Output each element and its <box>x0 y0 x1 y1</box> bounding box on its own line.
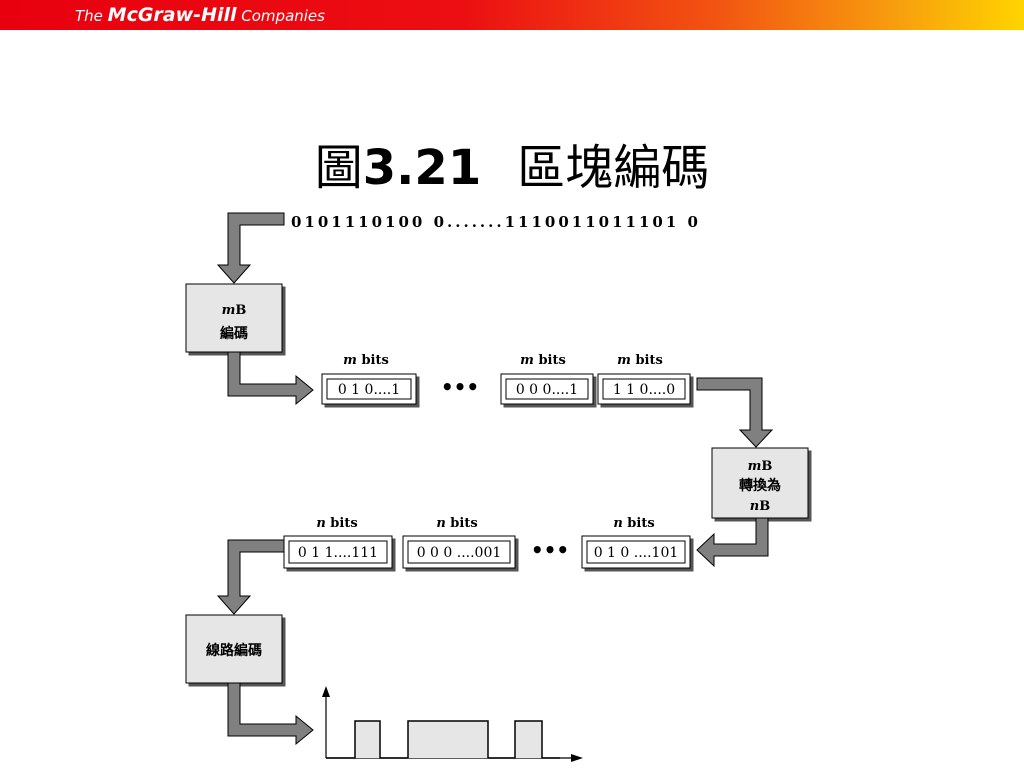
converter-label-line2: 轉換為 <box>739 477 781 494</box>
arrow-m-blocks-to-converter <box>696 377 774 448</box>
line-coding-label: 線路編碼 <box>206 642 262 659</box>
m-block-1: m bits 0 1 0....1 <box>321 353 417 405</box>
logo-companies: Companies <box>236 7 325 25</box>
signal-y-axis-arrowhead <box>322 686 330 697</box>
n-block-3-caption: n bits <box>613 516 654 531</box>
m-block-3: m bits 1 1 0....0 <box>597 353 691 405</box>
page-title: 圖3.21 區塊編碼 <box>0 128 1024 198</box>
n-block-1-caption: n bits <box>316 516 357 531</box>
converter-label-line3: nB <box>750 499 770 514</box>
header-bar: The McGraw-Hill Companies <box>0 0 1024 30</box>
signal-x-axis-arrowhead <box>571 754 583 762</box>
line-coding-box <box>185 614 283 684</box>
arrow-encoder-to-m-blocks <box>227 351 314 406</box>
logo-the: The <box>75 7 108 25</box>
m-block-3-caption: m bits <box>617 353 663 368</box>
m-block-2-caption: m bits <box>520 353 566 368</box>
arrow-converter-to-n-blocks <box>696 517 769 568</box>
n-block-2-value: 0 0 0 ....001 <box>417 545 502 561</box>
signal-waveform <box>322 686 583 762</box>
signal-pulse-3 <box>515 721 542 758</box>
encoder-box <box>185 283 283 353</box>
m-block-2: m bits 0 0 0....1 <box>500 353 594 405</box>
arrow-input-to-encoder <box>216 212 285 284</box>
signal-trace <box>326 720 560 759</box>
m-block-1-caption: m bits <box>343 353 389 368</box>
m-block-3-value: 1 1 0....0 <box>613 382 675 398</box>
n-block-2: n bits 0 0 0 ....001 <box>402 516 516 569</box>
encoder-label-line2: 編碼 <box>220 325 248 342</box>
signal-pulse-1 <box>355 721 380 758</box>
logo-brand: McGraw-Hill <box>107 4 237 26</box>
n-block-3: n bits 0 1 0 ....101 <box>581 516 691 569</box>
n-block-1-value: 0 1 1....111 <box>298 545 378 561</box>
n-block-1: n bits 0 1 1....111 <box>283 516 393 569</box>
arrow-n-blocks-to-line-coding <box>216 539 285 615</box>
title-prefix: 圖 <box>314 140 363 196</box>
title-text: 區塊編碼 <box>517 140 710 196</box>
arrow-line-coding-to-signal <box>227 682 314 746</box>
m-blocks-ellipsis: ••• <box>441 375 479 399</box>
m-block-2-value: 0 0 0....1 <box>516 382 578 398</box>
n-block-2-caption: n bits <box>436 516 477 531</box>
signal-pulse-2 <box>408 721 488 758</box>
title-number: 3.21 <box>362 140 482 196</box>
n-block-3-value: 0 1 0 ....101 <box>594 545 679 561</box>
converter-box <box>711 447 809 519</box>
mcgraw-hill-logo: The McGraw-Hill Companies <box>75 4 325 26</box>
converter-label-line1: mB <box>748 459 773 474</box>
m-block-1-value: 0 1 0....1 <box>338 382 400 398</box>
encoder-label-line1: mB <box>222 303 247 318</box>
input-bit-string: 0101110100 0.......1110011011101 0 <box>291 213 701 231</box>
n-blocks-ellipsis: ••• <box>531 538 569 562</box>
